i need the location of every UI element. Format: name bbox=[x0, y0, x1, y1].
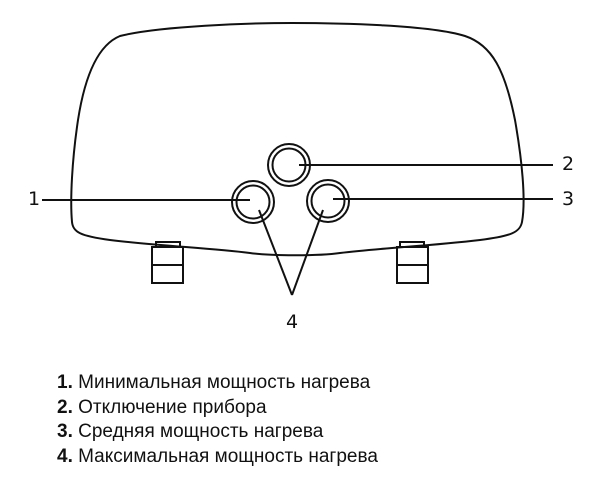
legend-item: 3. Средняя мощность нагрева bbox=[57, 420, 378, 445]
legend-text: Минимальная мощность нагрева bbox=[78, 372, 371, 393]
legend-number: 3. bbox=[57, 421, 73, 442]
heater-diagram bbox=[42, 21, 553, 296]
button-1-min-power bbox=[231, 180, 275, 224]
leader-line-4b bbox=[291, 209, 324, 296]
legend-item: 2. Отключение прибора bbox=[57, 396, 378, 421]
legend-text: Максимальная мощность нагрева bbox=[78, 445, 378, 467]
callout-3: 3 bbox=[562, 188, 575, 210]
legend-number: 2. bbox=[57, 396, 73, 418]
left-foot bbox=[151, 241, 184, 284]
legend-number: 1. bbox=[57, 372, 73, 393]
legend-text: Отключение прибора bbox=[78, 396, 267, 418]
button-3-mid-power bbox=[306, 179, 350, 223]
legend-number: 4. bbox=[57, 445, 73, 467]
legend-text: Средняя мощность нагрева bbox=[78, 421, 324, 442]
legend-item: 4. Максимальная мощность нагрева bbox=[57, 445, 378, 470]
right-foot bbox=[396, 241, 429, 284]
legend-item: 1. Минимальная мощность нагрева bbox=[57, 371, 378, 396]
leader-line-4a bbox=[258, 209, 293, 296]
heater-body-outline bbox=[70, 21, 525, 257]
callout-2: 2 bbox=[562, 153, 575, 175]
callout-4: 4 bbox=[286, 311, 299, 333]
legend-list: 1. Минимальная мощность нагрева 2. Отклю… bbox=[57, 371, 378, 469]
callout-1: 1 bbox=[28, 188, 41, 210]
